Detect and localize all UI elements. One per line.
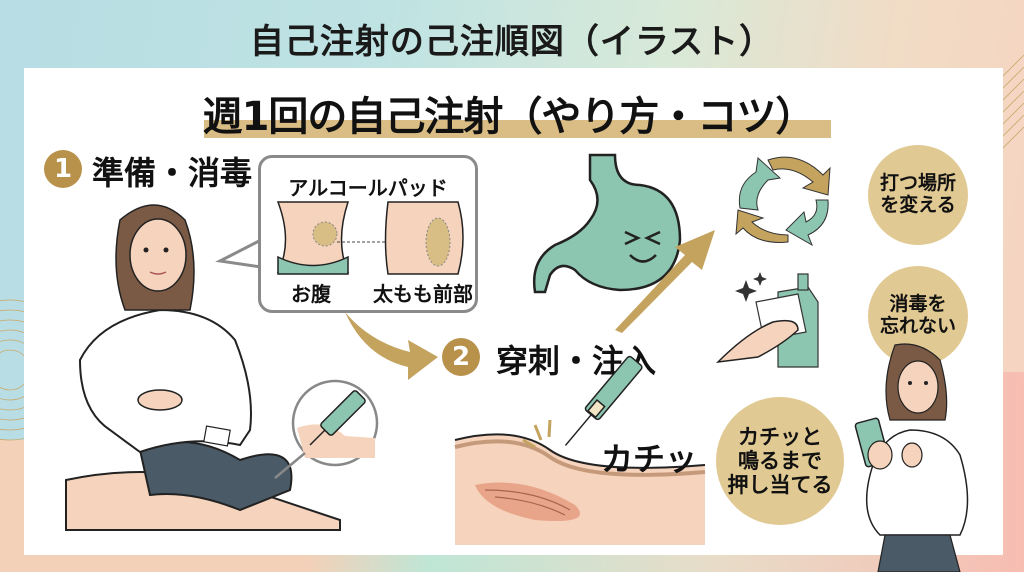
step-1-label: 準備・消毒 [92,154,253,192]
subtitle: 週1回の自己注射（やり方・コツ） [202,94,816,140]
main-title: 自己注射の己注順図（イラスト） [249,22,775,62]
alcohol-pad-bubble: アルコールパッド お腹 太もも前部 [258,155,478,313]
stomach-character-icon [532,153,682,294]
click-sound-text: カチッ [601,440,698,478]
bubble-tail [215,238,262,269]
site-label-abdomen: お腹 [291,282,331,306]
disinfect-wipe-icon [715,272,819,368]
tip-change-site: 打つ場所 を変える [868,145,968,245]
pen-magnifier-inset [274,379,379,479]
tip-press-until-click: カチッと 鳴るまで 押し当てる [716,397,844,525]
curved-arrow-icon [345,312,438,380]
tip-disinfect-text: 消毒を 忘れない [879,293,956,337]
woman-disinfecting-illustration [65,204,341,531]
woman-with-phone-illustration [854,343,969,572]
site-label-thigh: 太もも前部 [373,282,473,306]
diagonal-arrow-icon [615,230,715,333]
injection-site-diagram [276,201,464,275]
subtitle-underline [204,120,831,138]
step-2-badge: 2 [442,338,480,376]
subtitle-block: 週1回の自己注射（やり方・コツ） [186,80,831,140]
tip-press-text: カチッと 鳴るまで 押し当てる [727,424,833,498]
tip-change-site-text: 打つ場所 を変える [879,172,956,216]
bubble-title: アルコールパッド [288,176,448,200]
step-1-badge: 1 [44,150,82,188]
rotation-arrows-icon [735,156,831,247]
injection-skin-illustration [454,355,706,545]
